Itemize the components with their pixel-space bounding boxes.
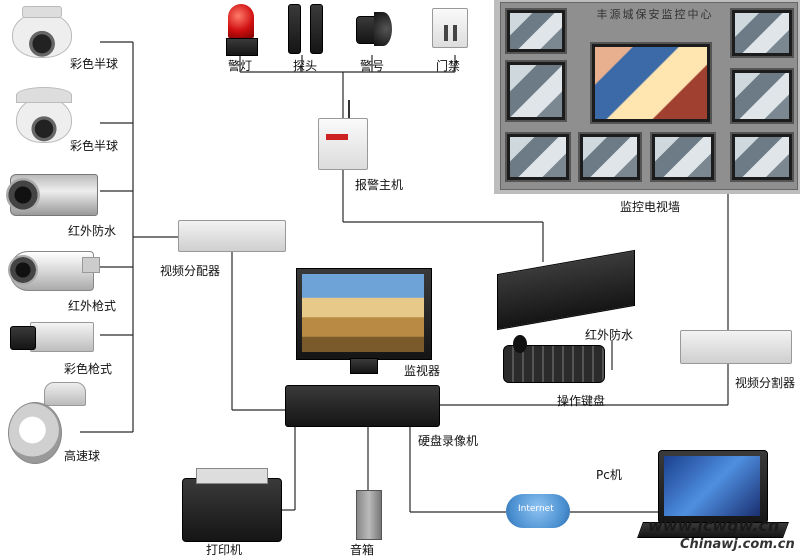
speaker-label: 音箱	[350, 543, 375, 557]
alarm-label-1: 警灯	[228, 59, 253, 73]
monitor-stand	[350, 358, 378, 374]
camera-lens-barrel	[10, 326, 36, 350]
warning-light-base	[226, 38, 258, 56]
cloud-icon	[506, 494, 570, 528]
infrared-detector-icon	[288, 4, 301, 54]
video-distributor-label: 视频分配器	[160, 264, 221, 278]
internet-label: Internet	[518, 504, 554, 514]
camera-label-4: 红外枪式	[68, 299, 117, 313]
wall-screen	[505, 132, 571, 182]
speed-dome-camera-icon	[8, 402, 62, 464]
wall-screen	[505, 60, 567, 122]
infrared-detector-icon	[310, 4, 323, 54]
warning-light-icon	[228, 4, 254, 38]
watermark-url: www.jcwgw.cn	[648, 516, 780, 535]
wall-screen	[505, 8, 567, 54]
video-splitter-label: 视频分割器	[735, 376, 796, 390]
dome-camera-icon	[16, 97, 72, 143]
alarm-host-indicator	[326, 134, 348, 140]
watermark-brand: Chinawj.com.cn	[680, 537, 795, 552]
monitor-screen	[302, 274, 424, 352]
camera-label-6: 高速球	[64, 449, 101, 463]
laptop-display	[664, 456, 760, 516]
dome-mount	[16, 87, 72, 103]
printer-label: 打印机	[206, 543, 243, 557]
video-distributor[interactable]	[178, 220, 286, 252]
alarm-host-icon	[318, 118, 368, 170]
wall-screen	[578, 132, 642, 182]
camera-label-3: 红外防水	[68, 224, 117, 238]
box-camera-icon	[30, 322, 94, 352]
camera-label-2: 彩色半球	[70, 139, 119, 153]
dvr[interactable]	[285, 385, 440, 427]
dome-camera-icon	[12, 12, 72, 58]
camera-label-1: 彩色半球	[70, 57, 119, 71]
pc-label: Pc机	[596, 468, 622, 482]
dvr-label: 硬盘录像机	[418, 434, 479, 448]
access-control-keypad-icon	[432, 8, 468, 48]
camera-lens	[6, 178, 40, 212]
video-wall-title: 丰源城保安监控中心	[596, 8, 714, 21]
wall-screen	[730, 8, 794, 58]
monitor-label: 监视器	[404, 364, 441, 378]
wall-screen	[730, 68, 794, 124]
paper-tray	[196, 468, 268, 484]
speed-dome-arm	[44, 382, 86, 406]
camera-bracket	[82, 257, 100, 273]
wall-screen	[730, 132, 794, 182]
alarm-label-2: 探头	[293, 59, 318, 73]
alarm-label-3: 警号	[360, 59, 385, 73]
video-splitter[interactable]	[680, 330, 792, 364]
siren-horn	[374, 12, 392, 46]
keyboard-label: 操作键盘	[557, 394, 606, 408]
wall-main-screen	[590, 42, 712, 124]
speaker[interactable]	[356, 490, 382, 540]
matrix-label: 红外防水	[585, 328, 634, 342]
joystick-icon	[513, 335, 527, 353]
alarm-label-4: 门禁	[436, 59, 461, 73]
antenna	[348, 100, 350, 120]
dome-mount	[22, 6, 62, 18]
camera-label-5: 彩色枪式	[64, 362, 113, 376]
video-wall-label: 监控电视墙	[620, 200, 681, 214]
wall-screen	[650, 132, 716, 182]
printer-icon	[182, 478, 282, 542]
camera-lens	[8, 255, 38, 285]
alarm-host-label: 报警主机	[355, 178, 404, 192]
